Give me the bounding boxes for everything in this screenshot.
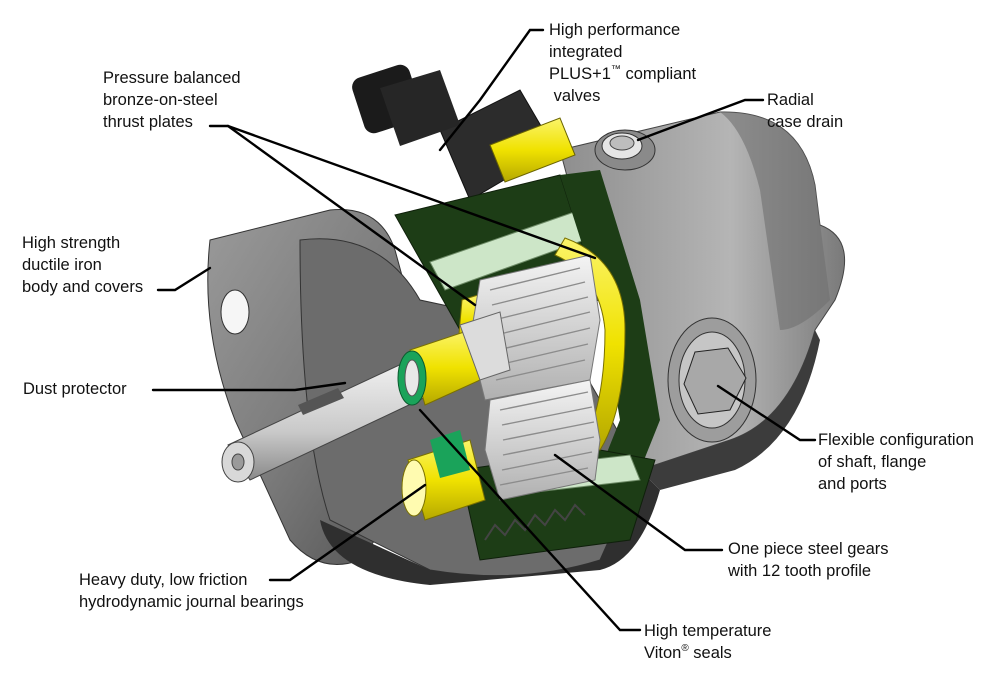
port-fitting xyxy=(667,317,757,443)
label-seals: High temperature Viton® seals xyxy=(644,622,772,662)
leader-flexible xyxy=(716,384,817,442)
leader-bearings xyxy=(268,483,427,582)
label-flexible: Flexible configuration of shaft, flange … xyxy=(818,431,974,493)
drive-shaft xyxy=(221,311,511,483)
leader-lines xyxy=(151,28,817,632)
leader-gears xyxy=(553,453,724,552)
leader-thrust-2 xyxy=(226,124,597,260)
leader-case-drain xyxy=(636,98,765,142)
integrated-valve xyxy=(352,64,576,201)
label-bearings: Heavy duty, low friction hydrodynamic jo… xyxy=(79,571,304,611)
label-dust-protector: Dust protector xyxy=(23,380,127,398)
relief-spring xyxy=(484,503,586,541)
leader-seals xyxy=(418,408,642,632)
leader-valves xyxy=(438,28,545,152)
label-case-drain: Radial case drain xyxy=(767,91,844,131)
label-thrust-plates: Pressure balanced bronze-on-steel thrust… xyxy=(103,69,241,131)
label-valves: High performance integrated PLUS+1™ comp… xyxy=(549,21,697,105)
steel-gears xyxy=(469,254,601,501)
leader-dust xyxy=(151,381,347,392)
leader-body xyxy=(156,266,212,292)
label-body: High strength ductile iron body and cove… xyxy=(22,234,144,296)
label-gears: One piece steel gears with 12 tooth prof… xyxy=(728,540,889,580)
